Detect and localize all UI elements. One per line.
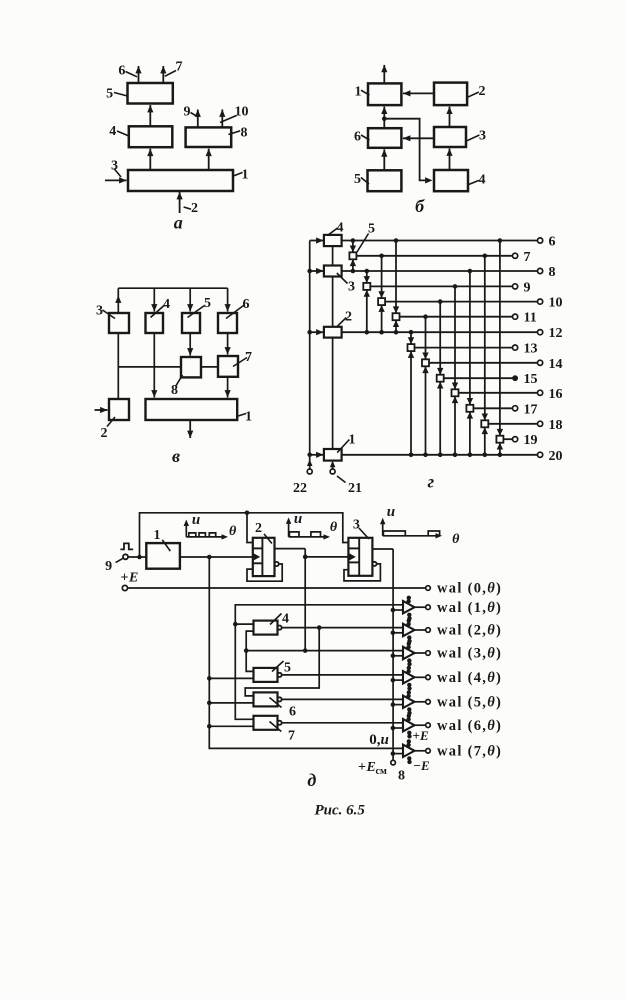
svg-text:3: 3 [348, 280, 355, 295]
svg-text:3: 3 [353, 518, 360, 533]
svg-text:12: 12 [549, 326, 563, 341]
svg-text:11: 11 [524, 311, 537, 326]
svg-text:8: 8 [549, 265, 556, 280]
svg-text:д: д [307, 770, 316, 790]
svg-text:+: + [121, 571, 129, 586]
svg-text:wal (6,θ): wal (6,θ) [437, 718, 502, 734]
svg-text:2: 2 [101, 426, 108, 441]
svg-text:wal (1,θ): wal (1,θ) [437, 600, 502, 616]
svg-text:wal (5,θ): wal (5,θ) [437, 694, 502, 710]
svg-text:22: 22 [293, 481, 307, 496]
svg-text:13: 13 [524, 342, 538, 357]
svg-text:1: 1 [245, 410, 252, 425]
svg-text:2: 2 [191, 201, 198, 216]
svg-text:5: 5 [204, 296, 211, 311]
svg-text:10: 10 [235, 105, 249, 120]
svg-text:θ: θ [229, 524, 237, 539]
svg-text:E: E [366, 760, 376, 775]
svg-text:5: 5 [106, 87, 113, 102]
svg-text:1: 1 [349, 433, 356, 448]
svg-text:г: г [427, 472, 434, 492]
svg-text:wal (2,θ): wal (2,θ) [437, 623, 502, 639]
svg-text:3: 3 [111, 159, 118, 174]
svg-text:E: E [128, 571, 138, 586]
svg-text:4: 4 [282, 612, 289, 627]
svg-text:6: 6 [354, 130, 361, 145]
svg-text:wal (0,θ): wal (0,θ) [437, 581, 502, 597]
svg-text:wal (4,θ): wal (4,θ) [437, 670, 502, 686]
svg-text:6: 6 [549, 235, 556, 250]
svg-text:8: 8 [398, 769, 405, 784]
svg-text:wal (3,θ): wal (3,θ) [437, 646, 502, 662]
svg-text:7: 7 [524, 250, 531, 265]
svg-text:+: + [358, 760, 366, 775]
svg-text:19: 19 [524, 433, 538, 448]
svg-text:21: 21 [348, 481, 362, 496]
svg-text:1: 1 [154, 528, 161, 543]
svg-text:20: 20 [549, 449, 563, 464]
svg-text:см: см [376, 766, 387, 777]
svg-text:θ: θ [452, 532, 460, 547]
svg-text:1: 1 [242, 168, 249, 183]
svg-text:7: 7 [245, 350, 252, 365]
svg-text:15: 15 [524, 372, 538, 387]
svg-text:9: 9 [105, 559, 112, 574]
svg-text:и: и [381, 732, 389, 748]
svg-text:θ: θ [330, 520, 338, 535]
svg-text:1: 1 [355, 84, 362, 99]
svg-text:7: 7 [176, 60, 183, 75]
svg-text:и: и [387, 504, 395, 520]
svg-text:+: + [413, 728, 420, 743]
svg-text:wal (7,θ): wal (7,θ) [437, 743, 502, 759]
svg-text:4: 4 [337, 221, 344, 236]
svg-text:14: 14 [549, 357, 563, 372]
svg-text:и: и [294, 511, 302, 527]
svg-text:4: 4 [163, 297, 170, 312]
svg-text:4: 4 [479, 173, 486, 188]
svg-text:6: 6 [289, 705, 296, 720]
svg-text:6: 6 [243, 297, 250, 312]
svg-text:10: 10 [549, 296, 563, 311]
svg-text:2: 2 [255, 521, 262, 536]
svg-text:−: − [414, 758, 421, 773]
svg-text:18: 18 [549, 418, 563, 433]
svg-text:2: 2 [479, 84, 486, 99]
svg-text:17: 17 [524, 402, 538, 417]
svg-text:в: в [172, 446, 180, 466]
svg-text:2: 2 [345, 310, 352, 325]
svg-text:0,: 0, [369, 732, 381, 748]
svg-text:8: 8 [241, 126, 248, 141]
svg-text:9: 9 [184, 105, 191, 120]
svg-text:9: 9 [524, 280, 531, 295]
svg-text:16: 16 [549, 387, 563, 402]
svg-text:б: б [415, 196, 425, 216]
svg-text:6: 6 [118, 64, 125, 79]
svg-text:5: 5 [284, 661, 291, 676]
svg-text:Рис. 6.5: Рис. 6.5 [315, 803, 366, 819]
svg-text:3: 3 [96, 304, 103, 319]
svg-text:7: 7 [288, 729, 295, 744]
svg-text:и: и [192, 512, 200, 528]
svg-text:E: E [420, 758, 430, 773]
svg-text:а: а [174, 213, 183, 233]
svg-text:5: 5 [368, 222, 375, 237]
svg-text:5: 5 [354, 172, 361, 187]
svg-text:3: 3 [479, 129, 486, 144]
svg-text:4: 4 [109, 124, 116, 139]
svg-text:E: E [419, 728, 429, 743]
svg-text:8: 8 [171, 383, 178, 398]
